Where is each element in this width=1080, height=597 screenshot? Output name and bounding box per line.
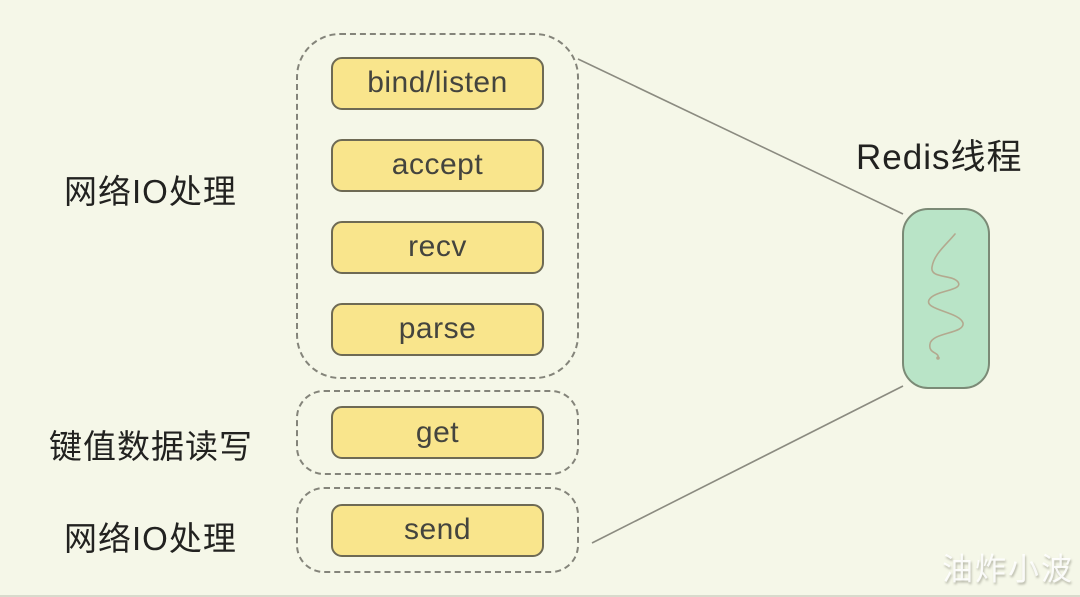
redis-thread-title: Redis线程 bbox=[856, 138, 1023, 177]
connector-bottom-line bbox=[591, 385, 904, 544]
step-accept: accept bbox=[331, 138, 544, 192]
watermark-text: 油炸小波 bbox=[942, 552, 1074, 587]
group-network-io-bottom: send bbox=[296, 487, 579, 573]
step-get: get bbox=[331, 406, 544, 459]
step-send: send bbox=[331, 503, 544, 557]
group-label-network-io-top: 网络IO处理 bbox=[64, 173, 237, 210]
group-network-io-top: bind/listen accept recv parse bbox=[296, 33, 579, 379]
connector-top-line bbox=[577, 58, 904, 215]
photo-bottom-edge bbox=[0, 595, 1080, 597]
redis-thread-shape bbox=[902, 208, 990, 389]
step-bind-listen: bind/listen bbox=[331, 56, 544, 110]
group-label-network-io-bottom: 网络IO处理 bbox=[64, 520, 237, 557]
step-parse: parse bbox=[331, 302, 544, 356]
step-recv: recv bbox=[331, 220, 544, 274]
group-keyvalue-rw: get bbox=[296, 390, 579, 475]
thread-squiggle-icon bbox=[928, 233, 964, 360]
group-label-keyvalue-rw: 键值数据读写 bbox=[49, 428, 253, 465]
